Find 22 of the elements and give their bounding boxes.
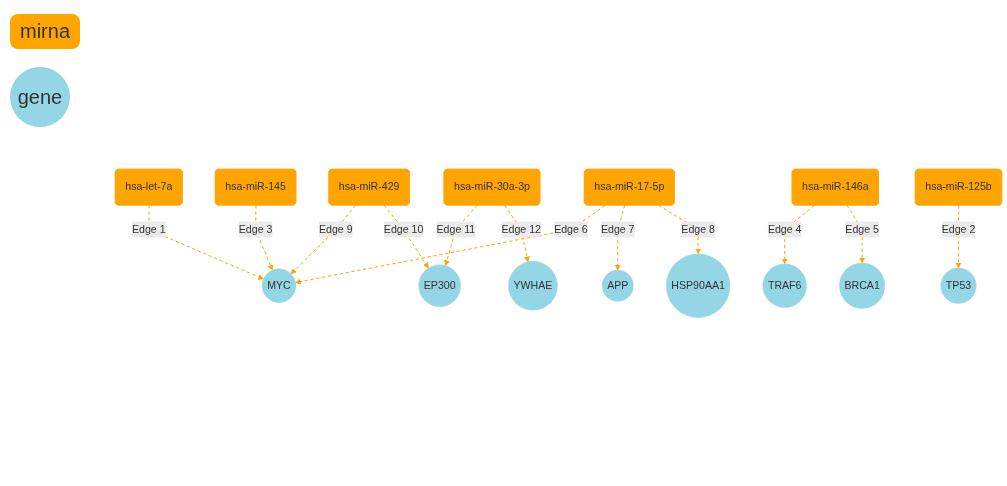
edge-label: Edge 8 [681,223,715,235]
edge-label: Edge 9 [318,223,353,235]
edge-label: Edge 7 [600,223,635,235]
edge-label: Edge 1 [132,223,166,235]
edge-label: Edge 11 [436,223,476,235]
node-circle: BRCA1 [839,262,886,309]
legend-swatch: mirna [10,14,80,49]
node-circle: APP [601,269,634,302]
node-circle: TRAF6 [762,263,807,308]
edge-label: Edge 12 [501,223,541,235]
node-circle: YWHAE [508,260,558,311]
edge-label: Edge 6 [554,223,588,235]
node-circle: MYC [261,268,297,303]
node-circle: HSP90AA1 [666,253,731,318]
node-circle: TP53 [940,267,977,304]
edge-label: Edge 5 [845,223,879,235]
edge-label: Edge 3 [238,223,273,235]
edge-label: Edge 2 [941,223,976,235]
legend-swatch: gene [10,67,70,127]
edge-label: Edge 10 [383,223,424,235]
edge-label: Edge 4 [767,223,802,235]
node-circle: EP300 [418,264,461,307]
